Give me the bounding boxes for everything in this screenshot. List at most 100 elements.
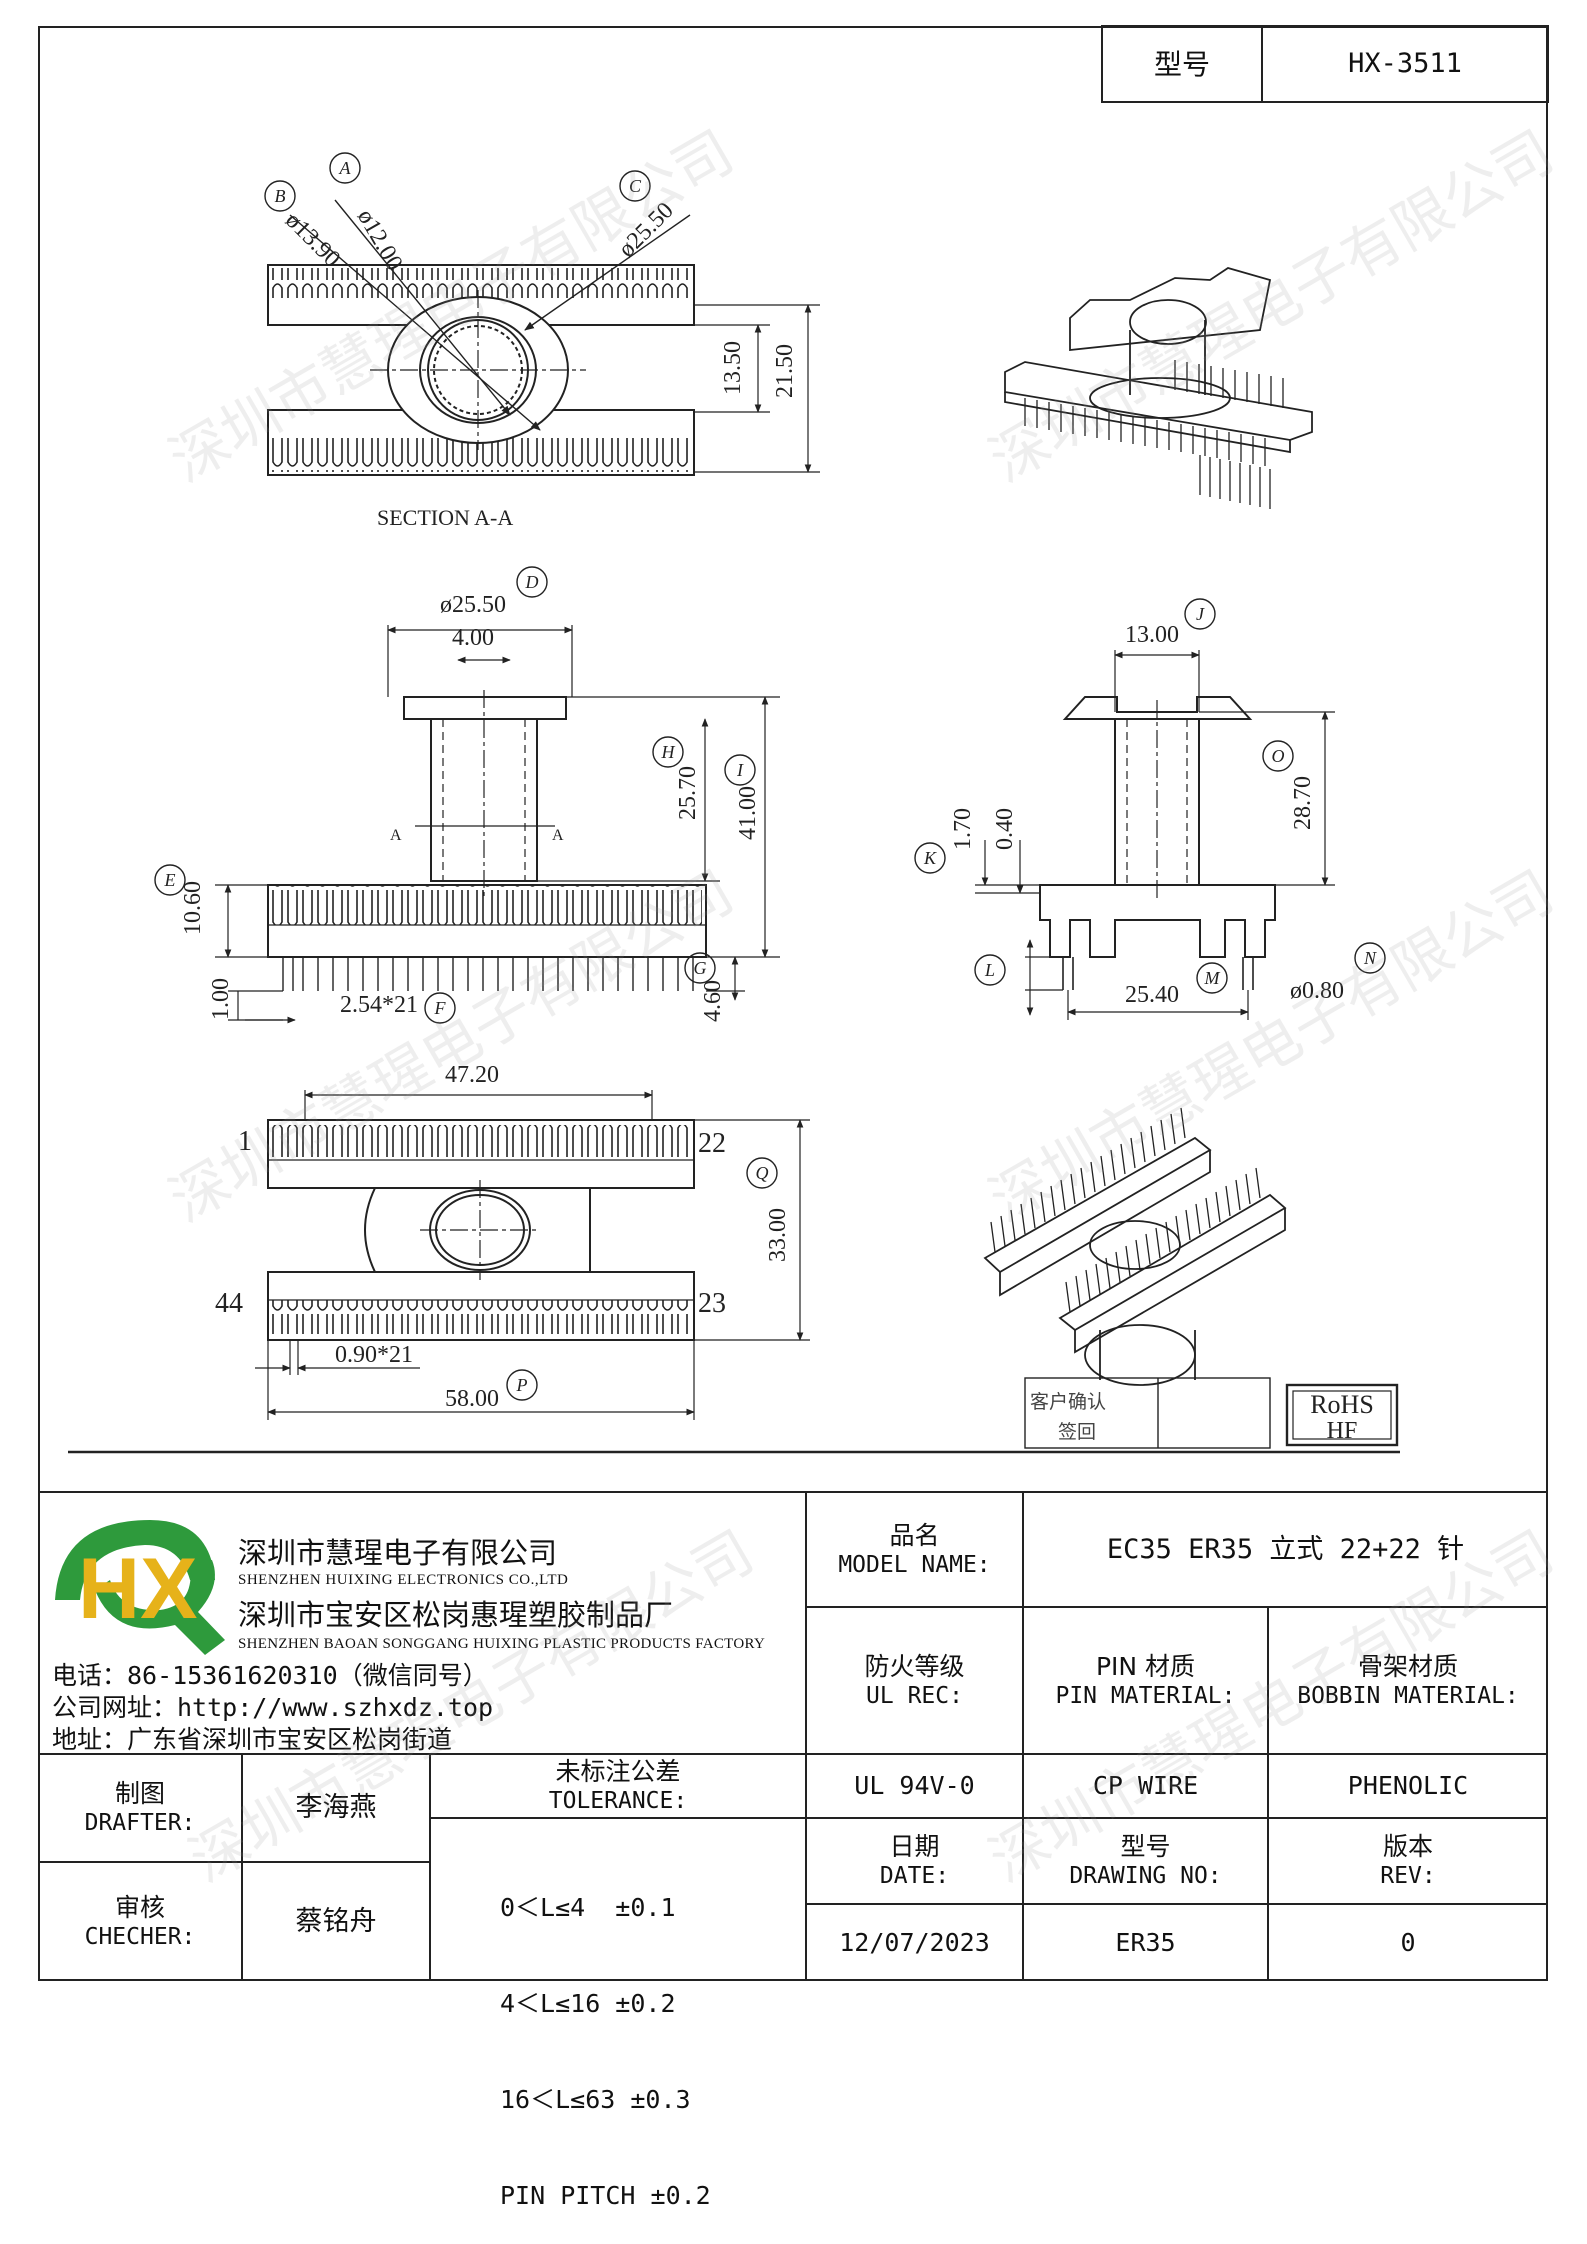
- callout-q: Q: [756, 1163, 769, 1183]
- rohs-label: RoHS: [1310, 1390, 1374, 1419]
- ul-label-en: UL REC:: [866, 1682, 963, 1709]
- dim-28-70: 28.70: [1290, 776, 1316, 830]
- drafter-value: 李海燕: [295, 1792, 377, 1824]
- dim-10-60: 10.60: [180, 881, 206, 935]
- rev-label: 版本 REV:: [1268, 1818, 1548, 1904]
- drafter-label-en: DRAFTER:: [84, 1810, 196, 1837]
- technical-drawing: SECTION A-A ø12.00 ø13.90 ø25.50 13.50 2…: [38, 25, 1549, 1981]
- callout-m: M: [1204, 968, 1221, 988]
- pin-material-label-en: PIN MATERIAL:: [1055, 1682, 1236, 1709]
- callout-e: E: [164, 870, 176, 890]
- drafter-label: 制图 DRAFTER:: [38, 1754, 242, 1862]
- bobbin-material-label: 骨架材质 BOBBIN MATERIAL:: [1268, 1607, 1548, 1754]
- drawing-frame: [38, 26, 1548, 1981]
- callout-a: A: [339, 158, 352, 178]
- customer-confirm-line2: 签回: [1058, 1421, 1096, 1443]
- tolerance-label-cn: 未标注公差: [555, 1757, 681, 1786]
- tolerance-line: PIN PITCH ±0.2: [500, 2181, 711, 2210]
- dim-0-90: 0.90*21: [335, 1342, 413, 1368]
- bobbin-material-value: PHENOLIC: [1347, 1771, 1469, 1801]
- drafter-label-cn: 制图: [114, 1779, 165, 1808]
- dim-13-00: 13.00: [1125, 622, 1179, 648]
- company-website[interactable]: 公司网址：http://www.szhxdz.top: [52, 1693, 494, 1722]
- date-label-en: DATE:: [879, 1863, 950, 1890]
- customer-confirm-line1: 客户确认: [1030, 1391, 1106, 1413]
- checker-label-en: CHECHER:: [84, 1923, 196, 1950]
- factory-name-cn: 深圳市宝安区松岗惠瑆塑胶制品厂: [238, 1598, 674, 1632]
- callout-h: H: [661, 742, 676, 762]
- dim-4-00: 4.00: [452, 625, 494, 651]
- drawing-no-label-en: DRAWING NO:: [1069, 1863, 1222, 1890]
- dim-phi2550: ø25.50: [440, 592, 506, 618]
- side-view: [975, 650, 1335, 1020]
- company-name-en: SHENZHEN HUIXING ELECTRONICS CO.,LTD: [238, 1572, 569, 1588]
- dim-1-00: 1.00: [208, 978, 234, 1020]
- drawing-no-label: 型号 DRAWING NO:: [1023, 1818, 1268, 1904]
- company-phone: 电话：86-15361620310（微信同号）: [52, 1661, 488, 1690]
- callout-j: J: [1196, 604, 1205, 624]
- rev-label-cn: 版本: [1382, 1832, 1433, 1861]
- dim-0-40: 0.40: [992, 808, 1018, 850]
- pin-label-22: 22: [698, 1128, 726, 1159]
- drawing-no-value: ER35: [1115, 1927, 1176, 1957]
- factory-name-en: SHENZHEN BAOAN SONGGANG HUIXING PLASTIC …: [238, 1636, 766, 1652]
- tolerance-line: 4＜L≤16 ±0.2: [500, 1989, 676, 2018]
- date-label: 日期 DATE:: [806, 1818, 1023, 1904]
- section-title: SECTION A-A: [377, 505, 513, 530]
- company-name-cn: 深圳市慧瑆电子有限公司: [238, 1536, 558, 1570]
- dim-47-20: 47.20: [445, 1062, 499, 1088]
- tolerance-line: 16＜L≤63 ±0.3: [500, 2085, 691, 2114]
- customer-confirm-box: [1024, 1377, 1271, 1449]
- tolerance-label-en: TOLERANCE:: [548, 1788, 688, 1815]
- model-name-label-en: MODEL NAME:: [838, 1551, 991, 1578]
- date-label-cn: 日期: [889, 1832, 940, 1861]
- dim-25-70: 25.70: [675, 766, 701, 820]
- model-name-label-cn: 品名: [889, 1520, 940, 1550]
- dim-13-50: 13.50: [720, 341, 746, 395]
- pin-label-1: 1: [238, 1126, 252, 1157]
- pin-material-label-cn: PIN 材质: [1095, 1651, 1196, 1681]
- drawing-no-label-cn: 型号: [1120, 1832, 1171, 1861]
- dim-33-00: 33.00: [765, 1208, 791, 1262]
- bobbin-material-label-cn: 骨架材质: [1357, 1651, 1458, 1681]
- section-mark-left: A: [390, 827, 402, 844]
- callout-i: I: [736, 760, 744, 780]
- tolerance-label: 未标注公差 TOLERANCE:: [430, 1754, 806, 1818]
- pin-label-44: 44: [215, 1288, 243, 1319]
- isometric-view-top: [1004, 267, 1313, 509]
- dim-58-00: 58.00: [445, 1386, 499, 1412]
- model-name-label: 品名 MODEL NAME:: [806, 1492, 1023, 1607]
- dim-41-00: 41.00: [735, 786, 761, 840]
- dim-4-60: 4.60: [700, 980, 726, 1022]
- dim-1-70: 1.70: [950, 808, 976, 850]
- rev-label-en: REV:: [1380, 1863, 1436, 1890]
- callout-k: K: [923, 848, 937, 868]
- callout-circles: [154, 152, 1386, 1401]
- company-address: 地址：广东省深圳市宝安区松岗街道: [52, 1725, 453, 1754]
- date-value: 12/07/2023: [839, 1927, 990, 1957]
- pin-material-label: PIN 材质 PIN MATERIAL:: [1023, 1607, 1268, 1754]
- company-logo: HX: [55, 1520, 225, 1655]
- callout-n: N: [1363, 948, 1377, 968]
- isometric-view-bottom: [983, 1107, 1287, 1386]
- tolerance-line: 0＜L≤4 ±0.1: [500, 1893, 676, 1922]
- ul-label-cn: 防火等级: [864, 1651, 965, 1681]
- bobbin-material-label-en: BOBBIN MATERIAL:: [1297, 1682, 1519, 1709]
- callout-c: C: [629, 176, 642, 196]
- title-block-grid: [38, 25, 1549, 1981]
- callout-f: F: [434, 998, 447, 1018]
- callout-l: L: [984, 960, 995, 980]
- logo-text: HX: [78, 1541, 197, 1637]
- ul-value: UL 94V-0: [854, 1771, 975, 1801]
- callout-o: O: [1272, 746, 1285, 766]
- model-value: HX-3511: [1348, 48, 1462, 80]
- rohs-box: [1285, 1383, 1399, 1447]
- bottom-view: [255, 1090, 810, 1420]
- section-a-a-view: [267, 199, 820, 476]
- front-view: [215, 625, 780, 1024]
- pin-label-23: 23: [698, 1288, 726, 1319]
- dim-pitch: 2.54*21: [340, 992, 418, 1018]
- dim-phi080: ø0.80: [1290, 978, 1344, 1004]
- callout-p: P: [516, 1375, 528, 1395]
- dim-25-40: 25.40: [1125, 982, 1179, 1008]
